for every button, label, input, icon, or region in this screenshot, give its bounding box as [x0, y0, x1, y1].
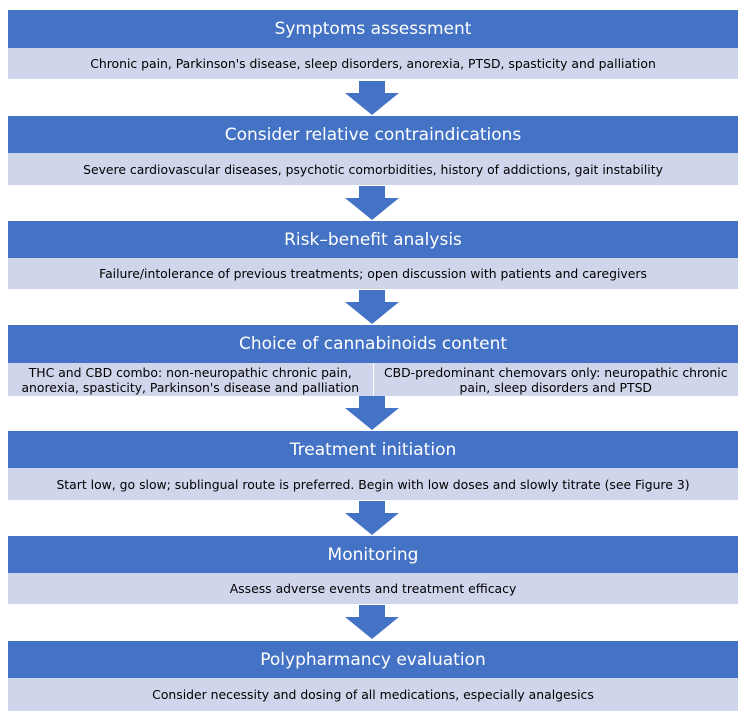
step-detail: Chronic pain, Parkinson's disease, sleep… — [8, 48, 738, 79]
step-contraindications: Consider relative contraindications Seve… — [8, 116, 738, 185]
down-arrow-icon — [345, 501, 399, 535]
step-cannabinoids-content: Choice of cannabinoids content THC and C… — [8, 325, 738, 396]
step-detail-split: THC and CBD combo: non-neuropathic chron… — [8, 363, 738, 396]
step-detail: Start low, go slow; sublingual route is … — [8, 468, 738, 500]
down-arrow-icon — [345, 186, 399, 220]
step-symptoms-assessment: Symptoms assessment Chronic pain, Parkin… — [8, 10, 738, 79]
step-risk-benefit: Risk–benefit analysis Failure/intoleranc… — [8, 221, 738, 289]
step-detail-left: THC and CBD combo: non-neuropathic chron… — [21, 364, 360, 395]
step-polypharmacy: Polypharmancy evaluation Consider necess… — [8, 641, 738, 711]
step-detail: Severe cardiovascular diseases, psychoti… — [8, 153, 738, 185]
down-arrow-icon — [345, 605, 399, 639]
down-arrow-icon — [345, 81, 399, 115]
down-arrow-icon — [345, 290, 399, 324]
step-title: Consider relative contraindications — [8, 116, 738, 153]
step-monitoring: Monitoring Assess adverse events and tre… — [8, 536, 738, 604]
step-detail: Consider necessity and dosing of all med… — [8, 678, 738, 711]
step-title: Treatment initiation — [8, 431, 738, 468]
step-detail: Assess adverse events and treatment effi… — [8, 573, 738, 604]
step-title: Choice of cannabinoids content — [8, 325, 738, 363]
step-title: Symptoms assessment — [8, 10, 738, 48]
step-detail-right: CBD-predominant chemovars only: neuropat… — [372, 363, 739, 396]
step-treatment-initiation: Treatment initiation Start low, go slow;… — [8, 431, 738, 500]
step-detail: Failure/intolerance of previous treatmen… — [8, 258, 738, 289]
down-arrow-icon — [345, 396, 399, 430]
step-title: Risk–benefit analysis — [8, 221, 738, 258]
step-title: Polypharmancy evaluation — [8, 641, 738, 678]
step-title: Monitoring — [8, 536, 738, 573]
